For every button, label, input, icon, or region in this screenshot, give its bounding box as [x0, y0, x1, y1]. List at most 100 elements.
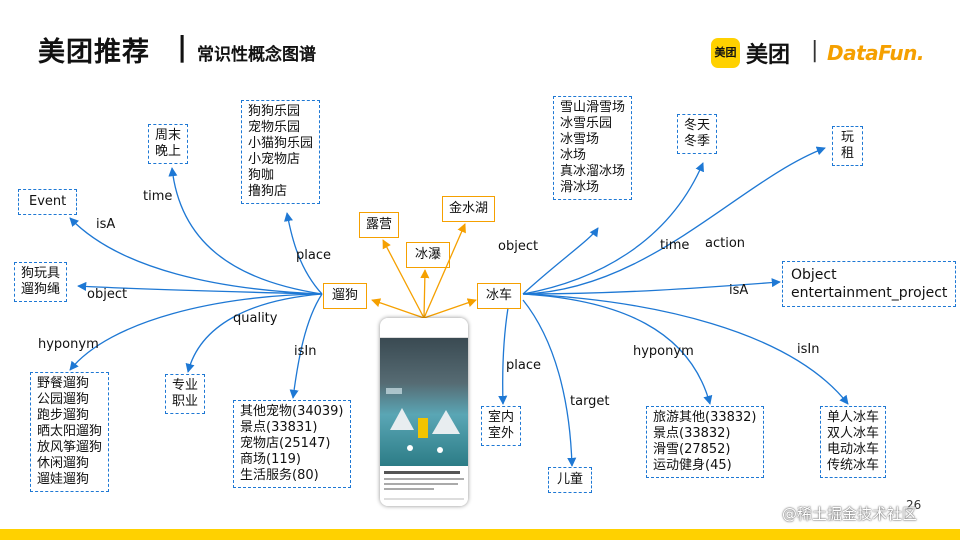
node-line: 运动健身(45) [653, 458, 732, 473]
node-line: 宠物乐园 [248, 120, 301, 135]
watermark: @稀土掘金技术社区 [782, 505, 918, 523]
edge-phone-jinshuihu [423, 223, 466, 319]
node-line: 商场(119) [240, 452, 301, 467]
node-ice-places: 雪山滑雪场 冰雪乐园 冰雪场 冰场 真冰溜冰场 滑冰场 [553, 96, 633, 200]
logo-separator: | [811, 38, 819, 63]
node-liugou-isin: 其他宠物(34039) 景点(33831) 宠物店(25147) 商场(119)… [233, 400, 351, 488]
node-line: 冬季 [684, 134, 711, 149]
edge-label-target: target [570, 394, 610, 409]
node-line: 职业 [172, 394, 199, 409]
edge-label-time: time [660, 238, 690, 253]
edge-phone-bingche [423, 298, 477, 319]
node-line: 其他宠物(34039) [240, 404, 344, 419]
node-children: 儿童 [548, 467, 593, 493]
edge-phone-bingpu [420, 269, 430, 319]
node-line: 晒太阳遛狗 [37, 424, 103, 439]
edge-label-place: place [296, 248, 331, 263]
edge-bingche-isin [522, 293, 849, 405]
node-line: 小猫狗乐园 [248, 136, 314, 151]
edge-label-time: time [143, 189, 173, 204]
edge-label-isin: isIn [294, 344, 317, 359]
node-line: 玩 [841, 130, 855, 145]
node-line: 遛狗绳 [21, 282, 61, 297]
node-line: 冰场 [560, 148, 587, 163]
node-line: 室外 [488, 426, 515, 441]
title-separator: | [177, 30, 188, 63]
node-line: 撸狗店 [248, 184, 288, 199]
node-line: 滑雪(27852) [653, 442, 731, 457]
node-line: Event [29, 194, 67, 209]
node-liugou: 遛狗 [323, 283, 368, 309]
node-line: 租 [841, 146, 855, 161]
phone-screenshot-image [380, 318, 468, 506]
phone-photo [380, 338, 468, 466]
edge-label-isin: isIn [797, 342, 820, 357]
node-event: Event [18, 189, 78, 215]
edge-label-isa: isA [729, 283, 749, 298]
page-subtitle: 常识性概念图谱 [197, 45, 316, 65]
node-weekend-night: 周末 晚上 [148, 124, 189, 164]
node-bingpu: 冰瀑 [406, 242, 451, 268]
node-line: 景点(33832) [653, 426, 731, 441]
node-line: 旅游其他(33832) [653, 410, 757, 425]
node-professional: 专业 职业 [165, 374, 206, 414]
node-line: 专业 [172, 378, 199, 393]
phone-header [380, 318, 468, 338]
edge-liugou-weekend [168, 167, 323, 295]
node-jinshuihu: 金水湖 [442, 196, 496, 222]
node-line: 电动冰车 [827, 442, 880, 457]
node-line: 遛娃遛狗 [37, 472, 90, 487]
edge-label-hyponym: hyponym [38, 337, 99, 352]
datafun-logo: DataFun. [827, 41, 924, 65]
edge-liugou-isin [289, 293, 323, 399]
node-line: 休闲遛狗 [37, 456, 90, 471]
node-line: 景点(33831) [240, 420, 318, 435]
phone-post-text [380, 466, 468, 506]
node-winter: 冬天 冬季 [677, 114, 718, 154]
text-lines-illustration [384, 471, 464, 500]
node-object-entertainment: Object entertainment_project [782, 261, 957, 307]
edge-phone-liugou [371, 298, 425, 319]
edge-label-quality: quality [233, 311, 278, 326]
node-line: 狗咖 [248, 168, 275, 183]
meituan-logo-icon: 美团 [711, 38, 740, 68]
edge-liugou-hyponym [69, 293, 323, 371]
edge-label-hyponym: hyponym [633, 344, 694, 359]
node-line: 生活服务(80) [240, 468, 319, 483]
edge-bingche-hyponym [522, 293, 713, 405]
node-line: 小宠物店 [248, 152, 301, 167]
node-line: 冰雪场 [560, 132, 600, 147]
edge-bingche-indoor [498, 307, 509, 405]
node-line: 真冰溜冰场 [560, 164, 626, 179]
node-ice-isin: 单人冰车 双人冰车 电动冰车 传统冰车 [820, 406, 887, 478]
edge-liugou-places [284, 212, 323, 295]
node-line: 冬天 [684, 118, 711, 133]
node-line: 雪山滑雪场 [560, 100, 626, 115]
footer-bar [0, 529, 960, 540]
edge-liugou-quality [185, 293, 323, 373]
node-line: 晚上 [155, 144, 182, 159]
ice-scene-illustration [386, 388, 460, 453]
node-bingche: 冰车 [477, 283, 522, 309]
edge-liugou-toys [77, 281, 323, 295]
edge-bingche-object [522, 278, 781, 295]
node-line: 传统冰车 [827, 458, 880, 473]
page-title: 美团推荐 [38, 37, 150, 68]
edge-bingche-ice-places [522, 227, 599, 295]
edge-liugou-event [69, 217, 323, 295]
node-line: 周末 [155, 128, 182, 143]
edge-label-place: place [506, 358, 541, 373]
node-line: 室内 [488, 410, 515, 425]
node-line: 儿童 [557, 472, 584, 487]
node-line: 单人冰车 [827, 410, 880, 425]
edge-bingche-play [522, 146, 826, 295]
node-line: 狗玩具 [21, 266, 61, 281]
node-indoor-outdoor: 室内 室外 [481, 406, 522, 446]
node-line: 放风筝遛狗 [37, 440, 103, 455]
node-line: Object [791, 267, 837, 283]
edge-label-object: object [87, 287, 128, 302]
node-line: 宠物店(25147) [240, 436, 331, 451]
node-line: 跑步遛狗 [37, 408, 90, 423]
node-line: 公园遛狗 [37, 392, 90, 407]
